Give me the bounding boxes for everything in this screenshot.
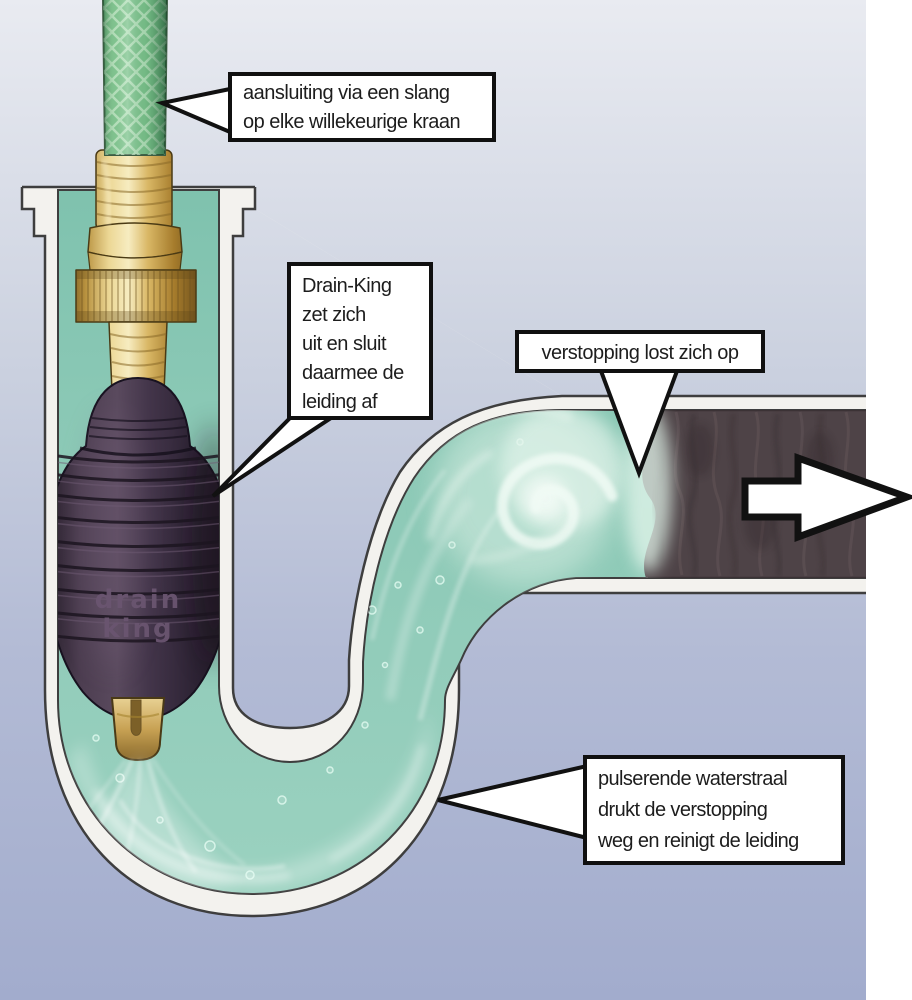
water-swirl (426, 404, 624, 585)
callout-hose-connection: aansluiting via een slang op elke willek… (228, 72, 496, 142)
brass-coupling (75, 149, 197, 393)
flow-direction-arrow (741, 453, 912, 543)
callout-text-line: leiding af (302, 391, 378, 413)
callout-text-line: op elke willekeurige kraan (243, 111, 461, 133)
callout-text-line: uit en sluit (302, 333, 387, 355)
callout-text-line: daarmee de (302, 362, 404, 384)
callout-text-line: weg en reinigt de leiding (598, 830, 799, 852)
garden-hose (102, 0, 168, 156)
callout-text-line: aansluiting via een slang (243, 82, 450, 104)
callout-clog-dissolves: verstopping lost zich op (515, 330, 765, 373)
callout-text-line: verstopping lost zich op (541, 342, 739, 364)
callout-text-line: zet zich (302, 304, 366, 326)
callout-text-line: Drain-King (302, 275, 392, 297)
callout-text-line: drukt de verstopping (598, 799, 768, 821)
device-brand-line1: drain (95, 585, 181, 615)
callout-text-line: pulserende waterstraal (598, 768, 788, 790)
callout-drain-king: Drain-King zet zich uit en sluit daarmee… (287, 262, 433, 420)
device-brand-line2: king (102, 614, 173, 644)
nozzle (110, 697, 166, 762)
callout-pulsing-jet: pulserende waterstraal drukt de verstopp… (583, 755, 845, 865)
